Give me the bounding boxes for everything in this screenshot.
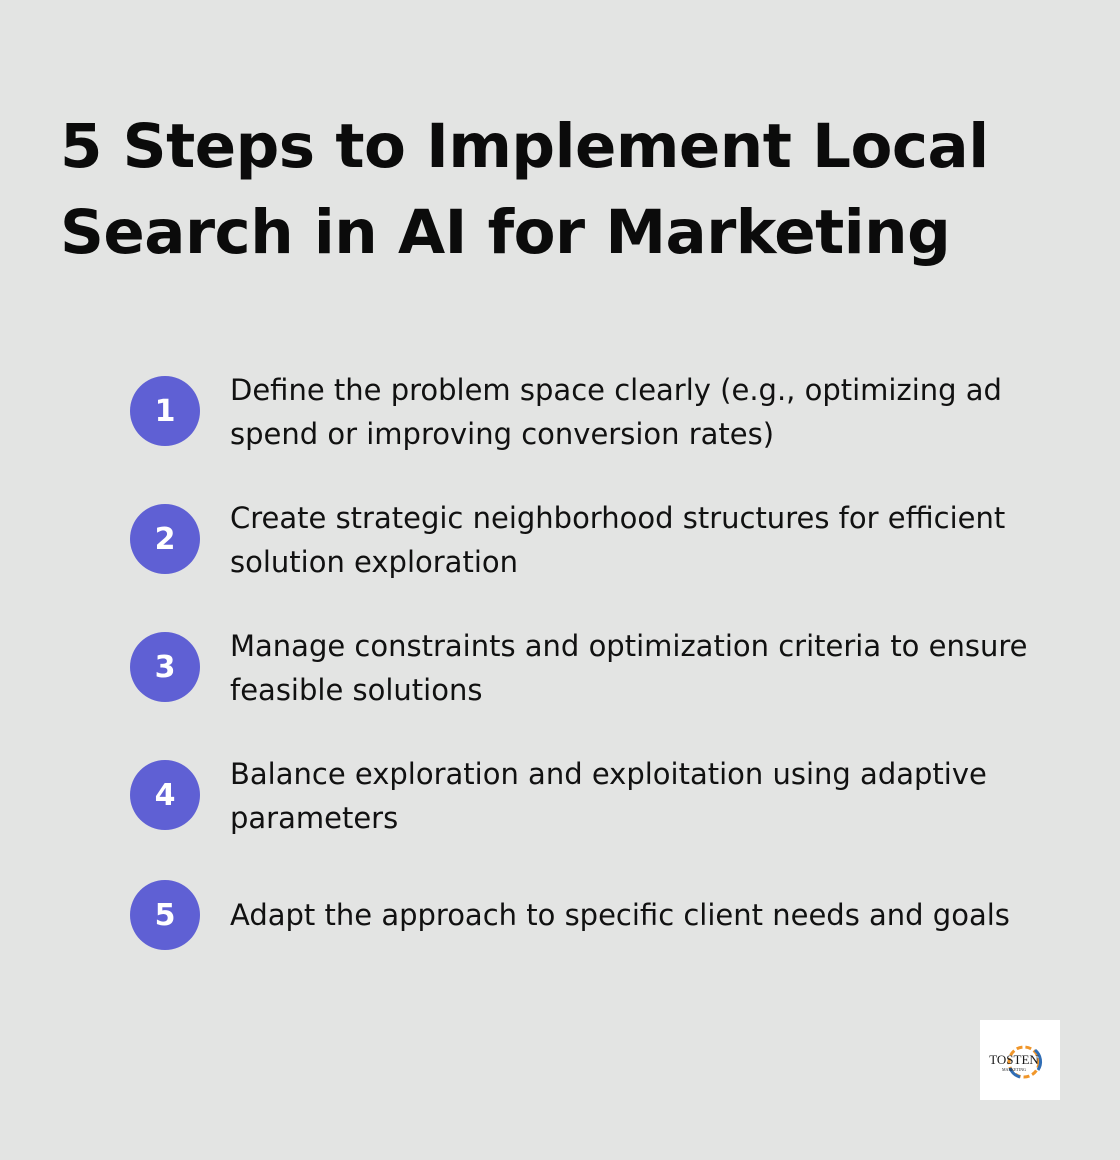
step-number-badge: 1 <box>130 376 200 446</box>
step-text: Manage constraints and optimization crit… <box>230 629 1028 707</box>
steps-list: 1 Define the problem space clearly (e.g.… <box>130 0 1080 1000</box>
step-number-badge: 3 <box>130 632 200 702</box>
page-title: 5 Steps to Implement Local Search in AI … <box>60 111 989 268</box>
logo-wordmark: TOSTEN <box>989 1052 1039 1067</box>
step-text: Balance exploration and exploitation usi… <box>230 757 987 835</box>
step-text: Adapt the approach to specific client ne… <box>230 898 1010 932</box>
step-number-badge: 4 <box>130 760 200 830</box>
brand-logo: TOSTEN MARKETING <box>980 1020 1060 1100</box>
step-number-badge: 2 <box>130 504 200 574</box>
step-number-badge: 5 <box>130 880 200 950</box>
logo-gear-icon: TOSTEN MARKETING <box>989 1045 1043 1079</box>
logo-tagline: MARKETING <box>1002 1067 1026 1072</box>
step-text: Create strategic neighborhood structures… <box>230 501 1006 579</box>
step-text: Define the problem space clearly (e.g., … <box>230 373 1002 451</box>
